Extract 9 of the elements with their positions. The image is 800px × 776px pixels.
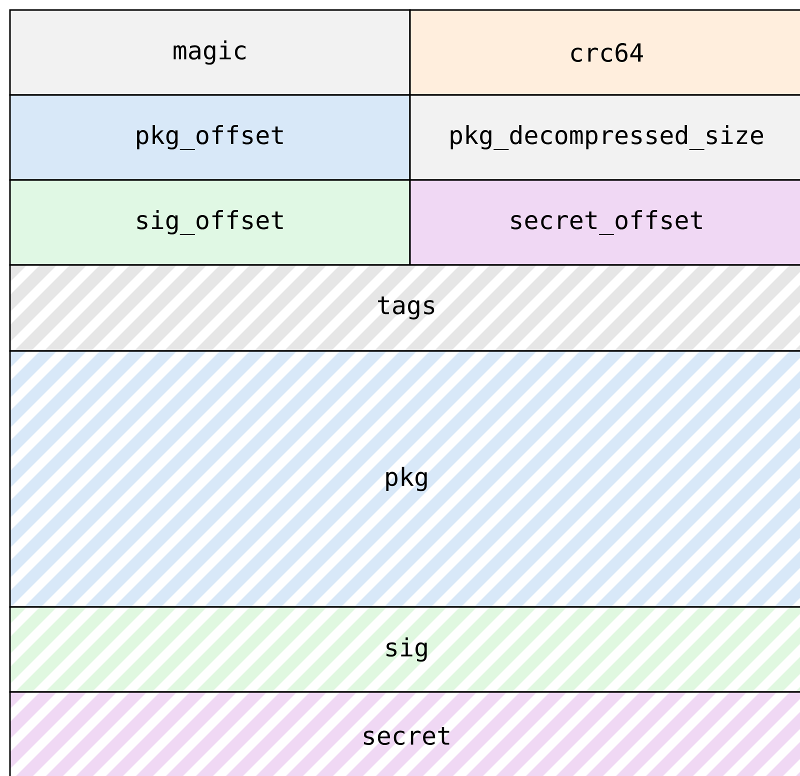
field-box: pkg_decompressed_size <box>409 94 800 181</box>
field-box: magic <box>9 9 411 96</box>
field-box: crc64 <box>409 9 800 96</box>
field-box: secret <box>9 691 800 776</box>
field-box: sig_offset <box>9 179 411 266</box>
field-box: tags <box>9 264 800 352</box>
field-box: secret_offset <box>409 179 800 266</box>
field-box: sig <box>9 606 800 693</box>
field-box: pkg_offset <box>9 94 411 181</box>
